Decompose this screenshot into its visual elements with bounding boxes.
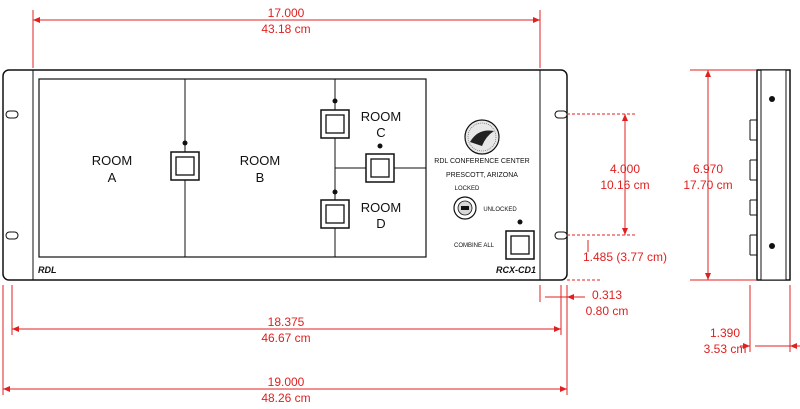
- room-a-label: ROOM: [92, 153, 132, 168]
- hole-spacing-cm: 10.16 cm: [600, 178, 649, 192]
- key-switch-icon[interactable]: [453, 196, 477, 220]
- mount-spacing-cm: 46.67 cm: [261, 331, 310, 345]
- center-name: RDL CONFERENCE CENTER: [434, 158, 529, 165]
- room-d-label: ROOM: [361, 200, 401, 215]
- push-button-ab-icon[interactable]: [170, 140, 200, 181]
- overall-width-dimension: 19.000 48.26 cm: [2, 285, 568, 405]
- overall-width-in: 19.000: [268, 375, 305, 389]
- side-view: [749, 69, 791, 281]
- push-button-cd-icon[interactable]: [365, 143, 395, 183]
- hole-spacing-in: 4.000: [610, 162, 640, 176]
- ear-offset-cm: 0.80 cm: [586, 304, 629, 318]
- room-d-letter: D: [376, 216, 385, 231]
- center-location: PRESCOTT, ARIZONA: [446, 172, 518, 179]
- room-c-label: ROOM: [361, 109, 401, 124]
- panel-width-cm: 43.18 cm: [261, 22, 310, 36]
- overall-height-in: 6.970: [693, 162, 723, 176]
- overall-height-cm: 17.70 cm: [683, 178, 732, 192]
- mounting-hole-icon: [5, 110, 568, 240]
- overall-height-dimension: 6.970 17.70 cm: [683, 69, 756, 281]
- room-c-letter: C: [376, 125, 385, 140]
- depth-cm: 3.53 cm: [704, 342, 747, 356]
- push-button-bd-icon[interactable]: [320, 189, 350, 229]
- model-label: RCX-CD1: [496, 265, 536, 275]
- panel-width-dimension: 17.000 43.18 cm: [32, 6, 541, 68]
- overall-width-cm: 48.26 cm: [261, 391, 310, 405]
- key-locked-label: LOCKED: [455, 186, 480, 192]
- room-b-letter: B: [256, 170, 265, 185]
- ear-offset-dimension: 0.313 0.80 cm: [539, 285, 629, 318]
- combine-all-label: COMBINE ALL: [454, 243, 495, 249]
- mount-spacing-in: 18.375: [268, 315, 305, 329]
- hole-spacing-dimension: 4.000 10.16 cm 1.485 (3.77 cm): [567, 113, 667, 281]
- push-button-bc-icon[interactable]: [320, 98, 350, 139]
- combine-all-button-icon[interactable]: [505, 219, 535, 260]
- depth-dimension: 1.390 3.53 cm: [704, 285, 800, 356]
- panel-width-in: 17.000: [268, 6, 305, 20]
- logo-emblem-icon: [464, 119, 500, 155]
- front-panel: ROOM A ROOM B ROOM C ROOM D: [2, 69, 568, 281]
- brand-label: RDL: [38, 265, 57, 275]
- room-a-letter: A: [108, 170, 117, 185]
- room-b-label: ROOM: [240, 153, 280, 168]
- hole-offset: 1.485 (3.77 cm): [583, 250, 667, 264]
- depth-in: 1.390: [710, 326, 740, 340]
- key-unlocked-label: UNLOCKED: [483, 207, 517, 213]
- mount-spacing-dimension: 18.375 46.67 cm: [11, 285, 562, 345]
- ear-offset-in: 0.313: [592, 288, 622, 302]
